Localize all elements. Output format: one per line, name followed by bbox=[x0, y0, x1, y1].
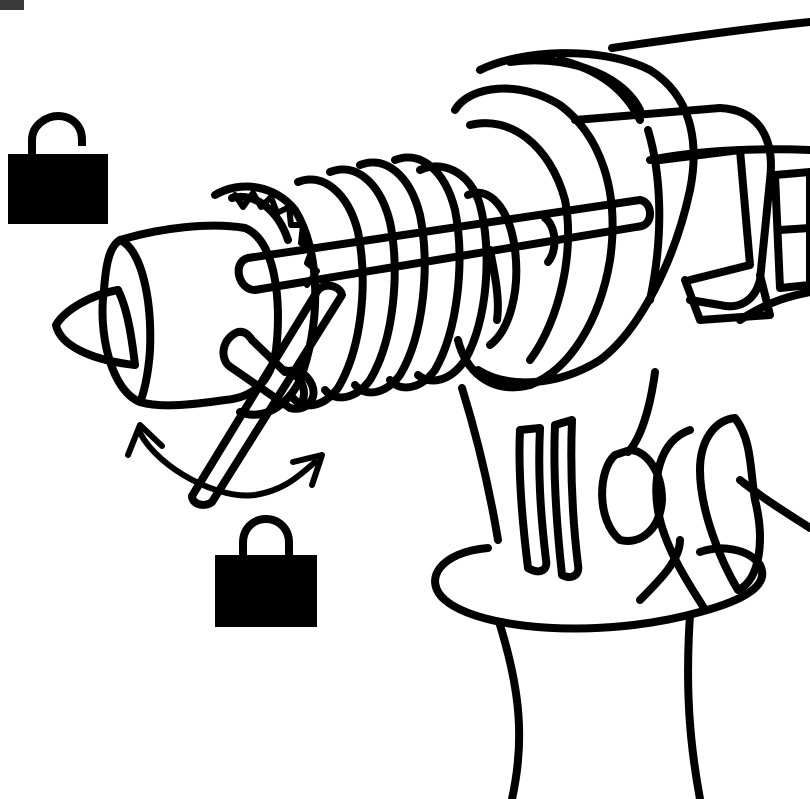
collar-rear bbox=[474, 49, 698, 387]
inner-bore-2 bbox=[486, 246, 502, 324]
chuck-rings bbox=[289, 153, 521, 410]
ring-5 bbox=[386, 153, 464, 392]
clamp-face bbox=[656, 146, 754, 284]
rotation-arrow-icon bbox=[125, 422, 325, 499]
ring-3 bbox=[321, 165, 399, 402]
finger-3 bbox=[696, 414, 764, 594]
grip-outline-left bbox=[458, 384, 502, 544]
housing-top-edge bbox=[608, 18, 810, 52]
side-handle-rod bbox=[234, 196, 654, 294]
grip-outline-right bbox=[624, 368, 659, 456]
padlock-open-icon bbox=[8, 112, 108, 224]
drill-grip bbox=[458, 368, 764, 614]
side-handle-clamp bbox=[571, 104, 775, 324]
thumb-fold bbox=[636, 536, 684, 604]
finger-1 bbox=[598, 446, 666, 545]
collar-front bbox=[451, 84, 617, 392]
gear-teeth bbox=[232, 190, 320, 288]
housing-mid-seam bbox=[776, 224, 810, 234]
chuck-key bbox=[188, 281, 346, 509]
finger-2 bbox=[652, 426, 709, 614]
rod-outline bbox=[234, 196, 654, 294]
grip-channel-2 bbox=[550, 416, 583, 581]
chuck-tip-face bbox=[114, 286, 139, 369]
key-t-handle-cap bbox=[279, 366, 308, 409]
palm-outline bbox=[431, 544, 766, 633]
clamp-side bbox=[644, 126, 664, 304]
padlock-closed-shackle bbox=[239, 514, 293, 557]
collar-rear-ridge bbox=[556, 56, 644, 124]
ring-2 bbox=[289, 175, 367, 410]
collar-rear-outline bbox=[474, 49, 698, 387]
rotation-arrowhead-right bbox=[290, 452, 325, 488]
hand bbox=[431, 476, 810, 799]
rotation-arrowhead-left bbox=[125, 422, 165, 458]
padlock-open-shackle bbox=[28, 112, 86, 157]
rotation-arc bbox=[137, 430, 318, 499]
chuck-tip bbox=[52, 286, 139, 369]
corner-tab bbox=[0, 0, 24, 10]
chuck-front-face bbox=[116, 236, 155, 406]
chuck-body bbox=[98, 221, 282, 410]
padlock-closed-body bbox=[215, 555, 317, 627]
ring-4 bbox=[351, 158, 429, 397]
wrist-outline-left bbox=[496, 621, 524, 799]
collar-front-inner bbox=[466, 119, 573, 364]
clamp-lower-tab bbox=[681, 271, 774, 324]
forearm-edge bbox=[736, 476, 810, 532]
grip-channel-1 bbox=[515, 424, 551, 576]
ring-6 bbox=[414, 162, 491, 385]
padlock-open-body bbox=[8, 154, 108, 224]
key-t-handle bbox=[219, 327, 318, 413]
padlock-closed-icon bbox=[215, 514, 317, 627]
clamp-block bbox=[571, 104, 775, 311]
rod-sleeve bbox=[541, 214, 559, 266]
wrist-outline-right bbox=[684, 611, 704, 799]
housing-side-panel bbox=[771, 168, 810, 292]
chuck-nose bbox=[52, 221, 282, 410]
collar-front-outline bbox=[451, 84, 617, 392]
key-shaft bbox=[188, 281, 346, 509]
